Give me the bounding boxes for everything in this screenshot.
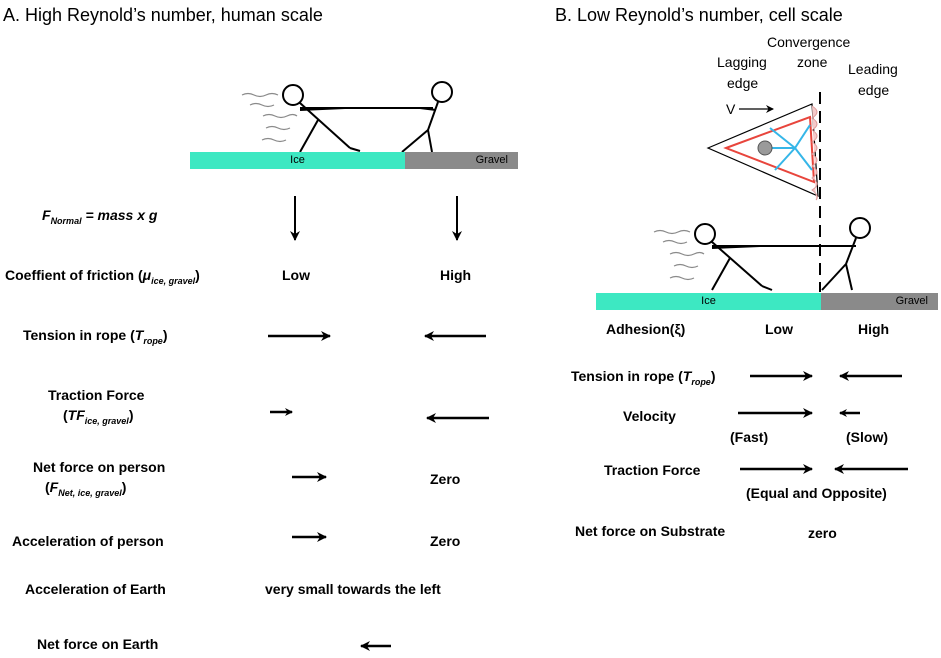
ice-label-b: Ice — [701, 295, 716, 307]
cell-nucleus — [757, 140, 773, 156]
ice-surface-b: Ice — [596, 293, 821, 310]
traction-label-b: Traction Force — [604, 462, 701, 478]
net-substrate-value: zero — [808, 525, 837, 541]
traction-label-a-line1: Traction Force — [48, 387, 145, 403]
tension-label-a: Tension in rope (Trope) — [23, 327, 168, 346]
velocity-ice-value: (Fast) — [730, 429, 769, 445]
velocity-symbol: V — [726, 101, 736, 117]
adhesion-gravel-value: High — [858, 321, 890, 337]
wind-lines-a — [241, 92, 298, 143]
gravel-surface-a: Gravel — [405, 152, 518, 169]
gravel-label-a: Gravel — [475, 154, 508, 166]
friction-ice-value: Low — [282, 267, 310, 283]
traction-label-a-line2: (TFice, gravel) — [63, 407, 134, 426]
adhesion-ice-value: Low — [765, 321, 793, 337]
leading-edge-label-1: Leading — [848, 61, 898, 77]
net-person-gravel-value: Zero — [430, 471, 461, 487]
right-figure-a — [401, 81, 453, 153]
leading-edge-adhesions — [811, 105, 818, 201]
cell-red-outline — [723, 115, 816, 184]
leading-edge-label-2: edge — [858, 82, 890, 98]
lagging-edge-label-2: edge — [727, 75, 759, 91]
friction-label: Coeffient of friction (μice, gravel) — [5, 267, 200, 286]
accel-person-label: Acceleration of person — [12, 533, 164, 549]
net-earth-label: Net force on Earth — [37, 636, 159, 652]
wind-lines-b — [653, 229, 705, 281]
fnormal-label: FNormal = mass x g — [42, 207, 158, 226]
ice-label-a: Ice — [290, 154, 305, 166]
gravel-surface-b: Gravel — [821, 293, 938, 310]
right-figure-b — [821, 217, 871, 291]
accel-earth-value: very small towards the left — [265, 581, 441, 597]
traction-note-b: (Equal and Opposite) — [746, 485, 887, 501]
convergence-zone-label-2: zone — [797, 54, 828, 70]
velocity-gravel-value: (Slow) — [846, 429, 888, 445]
panel-a-title: A. High Reynold’s number, human scale — [3, 5, 323, 25]
velocity-label: Velocity — [623, 408, 676, 424]
convergence-zone-label-1: Convergence — [767, 34, 851, 50]
net-person-label-line2: (FNet, ice, gravel) — [45, 479, 127, 498]
lagging-edge-label-1: Lagging — [717, 54, 767, 70]
adhesion-label: Adhesion(ξ) — [606, 321, 686, 337]
net-person-label-line1: Net force on person — [33, 459, 166, 475]
accel-earth-label: Acceleration of Earth — [25, 581, 166, 597]
tension-label-b: Tension in rope (Trope) — [571, 368, 716, 387]
accel-person-gravel-value: Zero — [430, 533, 461, 549]
friction-gravel-value: High — [440, 267, 472, 283]
net-substrate-label: Net force on Substrate — [575, 523, 726, 539]
ice-surface-a: Ice — [190, 152, 405, 169]
gravel-label-b: Gravel — [895, 295, 928, 307]
panel-b-title: B. Low Reynold’s number, cell scale — [555, 5, 843, 25]
